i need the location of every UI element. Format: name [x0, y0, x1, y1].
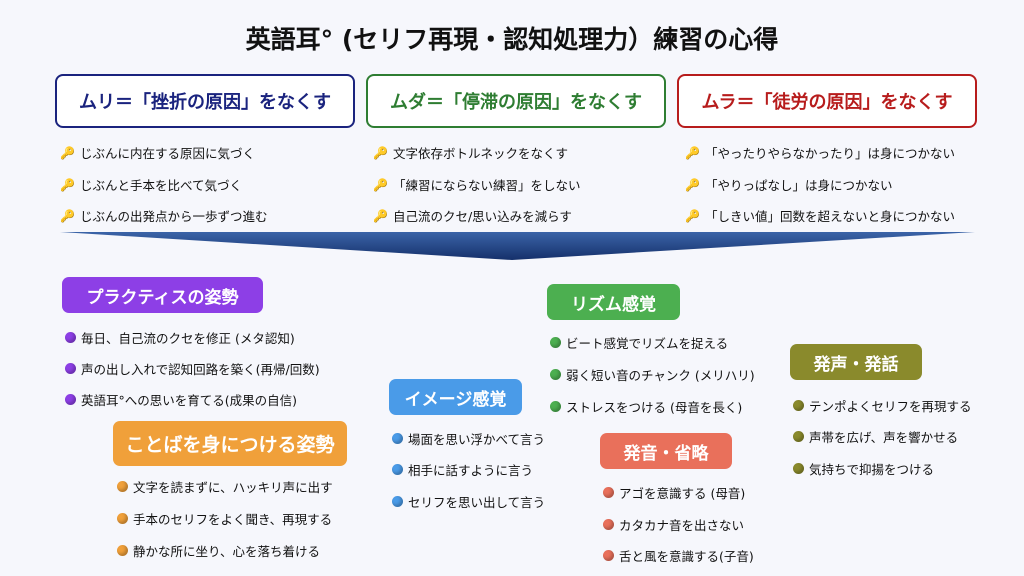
item-text: セリフを思い出して言う	[408, 495, 546, 510]
bullet-dot-icon	[65, 332, 76, 343]
practice-item: 毎日、自己流のクセを修正 (メタ認知)	[65, 328, 295, 347]
key-icon: 🔑	[373, 208, 388, 223]
muda-box: ムダ＝「停滞の原因」をなくす	[366, 74, 666, 128]
image-badge: イメージ感覚	[389, 379, 522, 415]
item-text: アゴを意識する (母音)	[619, 486, 746, 501]
rhythm-badge: リズム感覚	[547, 284, 680, 320]
hassei-item: 気持ちで抑揚をつける	[793, 459, 934, 478]
hassei-badge: 発声・発話	[790, 344, 922, 380]
item-text: 「しきい値」回数を超えないと身につかない	[704, 209, 955, 224]
key-icon: 🔑	[685, 145, 700, 160]
practice-badge: プラクティスの姿勢	[62, 277, 263, 313]
image-item: 場面を思い浮かべて言う	[392, 429, 545, 448]
principle-item: 🔑 自己流のクセ/思い込みを減らす	[373, 206, 572, 225]
downward-arrow-band	[60, 232, 975, 260]
key-icon: 🔑	[685, 208, 700, 223]
image-item: 相手に話すように言う	[392, 460, 533, 479]
hatsuon-badge: 発音・省略	[600, 433, 732, 469]
principle-item: 🔑 じぶんに内在する原因に気づく	[60, 143, 255, 162]
key-icon: 🔑	[685, 177, 700, 192]
hatsuon-item: アゴを意識する (母音)	[603, 483, 745, 502]
key-icon: 🔑	[60, 145, 75, 160]
bullet-dot-icon	[65, 394, 76, 405]
bullet-dot-icon	[603, 487, 614, 498]
key-icon: 🔑	[373, 177, 388, 192]
item-text: 「練習にならない練習」をしない	[392, 178, 581, 193]
kotoba-item: 静かな所に坐り、心を落ち着ける	[117, 541, 320, 560]
bullet-dot-icon	[392, 464, 403, 475]
practice-item: 声の出し入れで認知回路を築く(再帰/回数)	[65, 359, 320, 378]
principle-item: 🔑 「練習にならない練習」をしない	[373, 175, 580, 194]
item-text: テンポよくセリフを再現する	[809, 399, 972, 414]
item-text: 相手に話すように言う	[408, 463, 534, 478]
item-text: ストレスをつける (母音を長く)	[566, 400, 743, 415]
item-text: 声帯を広げ、声を響かせる	[809, 430, 959, 445]
bullet-dot-icon	[550, 401, 561, 412]
item-text: 舌と風を意識する(子音)	[619, 549, 754, 564]
hassei-item: 声帯を広げ、声を響かせる	[793, 427, 958, 446]
item-text: 英語耳°への思いを育てる(成果の自信)	[81, 393, 298, 408]
principle-item: 🔑 「しきい値」回数を超えないと身につかない	[685, 206, 955, 225]
kotoba-item: 手本のセリフをよく聞き、再現する	[117, 509, 332, 528]
bullet-dot-icon	[793, 463, 804, 474]
item-text: じぶんに内在する原因に気づく	[79, 146, 255, 161]
bullet-dot-icon	[793, 400, 804, 411]
item-text: 「やりっぱなし」は身につかない	[704, 178, 893, 193]
bullet-dot-icon	[603, 519, 614, 530]
key-icon: 🔑	[60, 208, 75, 223]
kotoba-item: 文字を読まずに、ハッキリ声に出す	[117, 477, 333, 496]
principle-item: 🔑 「やりっぱなし」は身につかない	[685, 175, 892, 194]
rhythm-item: ストレスをつける (母音を長く)	[550, 397, 742, 416]
item-text: ビート感覚でリズムを捉える	[566, 336, 729, 351]
bullet-dot-icon	[65, 363, 76, 374]
kotoba-badge: ことばを身につける姿勢	[113, 421, 347, 466]
principle-item: 🔑 文字依存ボトルネックをなくす	[373, 143, 568, 162]
rhythm-item: 弱く短い音のチャンク (メリハリ)	[550, 365, 755, 384]
item-text: 毎日、自己流のクセを修正 (メタ認知)	[81, 331, 295, 346]
key-icon: 🔑	[60, 177, 75, 192]
bullet-dot-icon	[117, 545, 128, 556]
muri-box: ムリ＝「挫折の原因」をなくす	[55, 74, 355, 128]
item-text: 文字依存ボトルネックをなくす	[392, 146, 568, 161]
principle-item: 🔑 じぶんと手本を比べて気づく	[60, 175, 242, 194]
item-text: 「やったりやらなかったり」は身につかない	[704, 146, 955, 161]
key-icon: 🔑	[373, 145, 388, 160]
item-text: 気持ちで抑揚をつける	[809, 462, 935, 477]
bullet-dot-icon	[392, 433, 403, 444]
principle-item: 🔑 「やったりやらなかったり」は身につかない	[685, 143, 955, 162]
bullet-dot-icon	[392, 496, 403, 507]
bullet-dot-icon	[550, 337, 561, 348]
page-title: 英語耳° (セリフ再現・認知処理力）練習の心得	[245, 25, 779, 54]
principle-item: 🔑 じぶんの出発点から一歩ずつ進む	[60, 206, 267, 225]
hassei-item: テンポよくセリフを再現する	[793, 396, 972, 415]
bullet-dot-icon	[603, 550, 614, 561]
bullet-dot-icon	[117, 481, 128, 492]
image-item: セリフを思い出して言う	[392, 492, 545, 511]
mura-box: ムラ＝「徒労の原因」をなくす	[677, 74, 977, 128]
item-text: 手本のセリフをよく聞き、再現する	[133, 512, 333, 527]
bullet-dot-icon	[117, 513, 128, 524]
item-text: 文字を読まずに、ハッキリ声に出す	[133, 480, 333, 495]
item-text: 弱く短い音のチャンク (メリハリ)	[566, 368, 755, 383]
bullet-dot-icon	[550, 369, 561, 380]
bullet-dot-icon	[793, 431, 804, 442]
rhythm-item: ビート感覚でリズムを捉える	[550, 333, 728, 352]
item-text: じぶんの出発点から一歩ずつ進む	[79, 209, 268, 224]
item-text: カタカナ音を出さない	[619, 518, 745, 533]
item-text: じぶんと手本を比べて気づく	[79, 178, 242, 193]
item-text: 自己流のクセ/思い込みを減らす	[392, 209, 572, 224]
hatsuon-item: カタカナ音を出さない	[603, 515, 744, 534]
item-text: 静かな所に坐り、心を落ち着ける	[133, 544, 321, 559]
practice-item: 英語耳°への思いを育てる(成果の自信)	[65, 390, 297, 409]
hatsuon-item: 舌と風を意識する(子音)	[603, 546, 754, 565]
item-text: 声の出し入れで認知回路を築く(再帰/回数)	[81, 362, 320, 377]
item-text: 場面を思い浮かべて言う	[408, 432, 546, 447]
